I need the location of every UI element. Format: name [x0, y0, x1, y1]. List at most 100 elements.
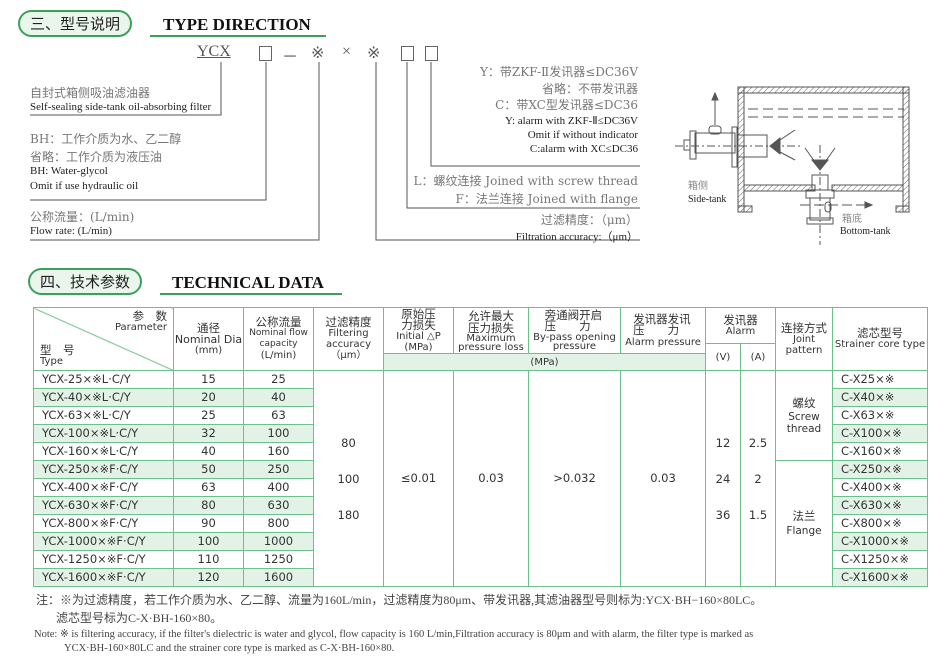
value: 24 [715, 471, 731, 486]
cell-type: YCX-160×※L·C/Y [33, 442, 174, 461]
header-a: (A) [740, 343, 776, 371]
cell-type: YCX-400×※F·C/Y [33, 478, 174, 497]
cell-flow: 1000 [243, 532, 314, 551]
joint-flange-cn: 法兰 [792, 508, 816, 523]
cell-flow: 1600 [243, 568, 314, 587]
cell-dia: 32 [173, 424, 244, 443]
header-dia-unit: (mm) [194, 344, 223, 356]
cell-core: C-X1600×※ [832, 568, 928, 587]
cell-dia: 40 [173, 442, 244, 461]
cell-initial: ≤0.01 [383, 370, 454, 587]
cell-type: YCX-63×※L·C/Y [33, 406, 174, 425]
cell-flow: 400 [243, 478, 314, 497]
header-alarmp-cn: 发讯器发讯压 力 [633, 311, 691, 337]
cell-core: C-X1000×※ [832, 532, 928, 551]
value: 100 [337, 471, 360, 486]
label-medium-cn2: 省略：工作介质为液压油 [30, 150, 163, 164]
label-flow-cn: 公称流量：(L/min) [30, 210, 135, 224]
code-box-alarm [425, 46, 438, 61]
section-underline [160, 293, 342, 295]
section-title-technical-cn: 四、技术参数 [28, 268, 143, 295]
cell-dia: 80 [173, 496, 244, 515]
header-init-en: Initial △P [396, 330, 441, 342]
header-joint-cn: 连接方式 [781, 320, 827, 335]
code-box-medium [259, 46, 272, 61]
cell-core: C-X160×※ [832, 442, 928, 461]
cell-core: C-X25×※ [832, 370, 928, 389]
header-acc-cn: 过滤精度 [325, 315, 372, 329]
header-v: (V) [705, 343, 741, 371]
note-cn-2: 滤芯型号标为C-X·BH-160×80。 [56, 611, 223, 625]
cell-alarm-pressure: 0.03 [620, 370, 706, 587]
alarm-label: C:alarm with XC≤DC36 [529, 142, 638, 155]
cell-flow: 63 [243, 406, 314, 425]
cell-type: YCX-250×※F·C/Y [33, 460, 174, 479]
cell-core: C-X100×※ [832, 424, 928, 443]
header-init-unit: (MPa) [404, 341, 433, 353]
header-bypass-en: By-pass opening pressure [533, 332, 616, 352]
note-en-2: YCX·BH-160×80LC and the strainer core ty… [64, 643, 395, 654]
cell-dia: 90 [173, 514, 244, 533]
code-dash: － [282, 49, 299, 66]
cell-flow: 25 [243, 370, 314, 389]
accuracy-label-cn: 过滤精度：（μm） [540, 213, 638, 227]
header-core-cn: 滤芯型号 [857, 326, 903, 340]
alarm-label: Y: alarm with ZKF-Ⅱ≤DC36V [505, 114, 638, 127]
cell-core: C-X630×※ [832, 496, 928, 515]
header-flow-en: Nominal flow capacity [249, 328, 308, 349]
cell-core: C-X400×※ [832, 478, 928, 497]
header-flow-unit: (L/min) [260, 350, 297, 361]
cell-dia: 15 [173, 370, 244, 389]
header-alarm-en: Alarm [725, 325, 756, 337]
joint-flange-en: Flange [786, 524, 822, 537]
diagram-bottom-en: Bottom-tank [840, 226, 891, 237]
installation-diagram: 箱侧 Side-tank 箱底 Bottom-tank [675, 86, 910, 245]
cell-core: C-X40×※ [832, 388, 928, 407]
header-param-cn: 参 数 [132, 309, 168, 323]
accuracy-label-en: Filtration accuracy:（μm） [515, 231, 638, 243]
joint-screw-cn: 螺纹 [792, 396, 816, 410]
header-dia-cn: 通径 [197, 320, 220, 335]
header-acc-unit: （μm） [330, 350, 367, 361]
header-core-en: Strainer core type [834, 339, 926, 350]
header-max-cn: 允许最大压力损失 [468, 308, 514, 335]
code-mark-flow: ※ [311, 45, 325, 62]
diagram-bottom-cn: 箱底 [842, 212, 862, 225]
alarm-label: Omit if without indicator [527, 128, 638, 141]
cell-dia: 63 [173, 478, 244, 497]
section-underline [150, 35, 326, 37]
code-prefix: YCX [197, 43, 231, 60]
joint-screw-en: Screw thread [786, 411, 822, 435]
header-max-en: Maximum pressure loss [458, 332, 524, 353]
label-medium-cn1: BH：工作介质为水、乙二醇 [30, 132, 182, 146]
value: 2 [754, 471, 762, 486]
cell-bypass: >0.032 [528, 370, 621, 587]
cell-type: YCX-25×※L·C/Y [33, 370, 174, 389]
section-title-type-direction-cn: 三、型号说明 [18, 10, 133, 37]
diagram-side-en: Side-tank [688, 194, 726, 205]
code-times: × [342, 43, 352, 60]
cell-core: C-X63×※ [832, 406, 928, 425]
cell-core: C-X1250×※ [832, 550, 928, 569]
value: 36 [715, 507, 731, 522]
note-cn-1: 注：※为过滤精度，若工作介质为水、乙二醇、流量为160L/min，过滤精度为80… [36, 593, 763, 607]
cell-flow: 1250 [243, 550, 314, 569]
note-en-1: Note: ※ is filtering accuracy, if the fi… [34, 629, 754, 640]
